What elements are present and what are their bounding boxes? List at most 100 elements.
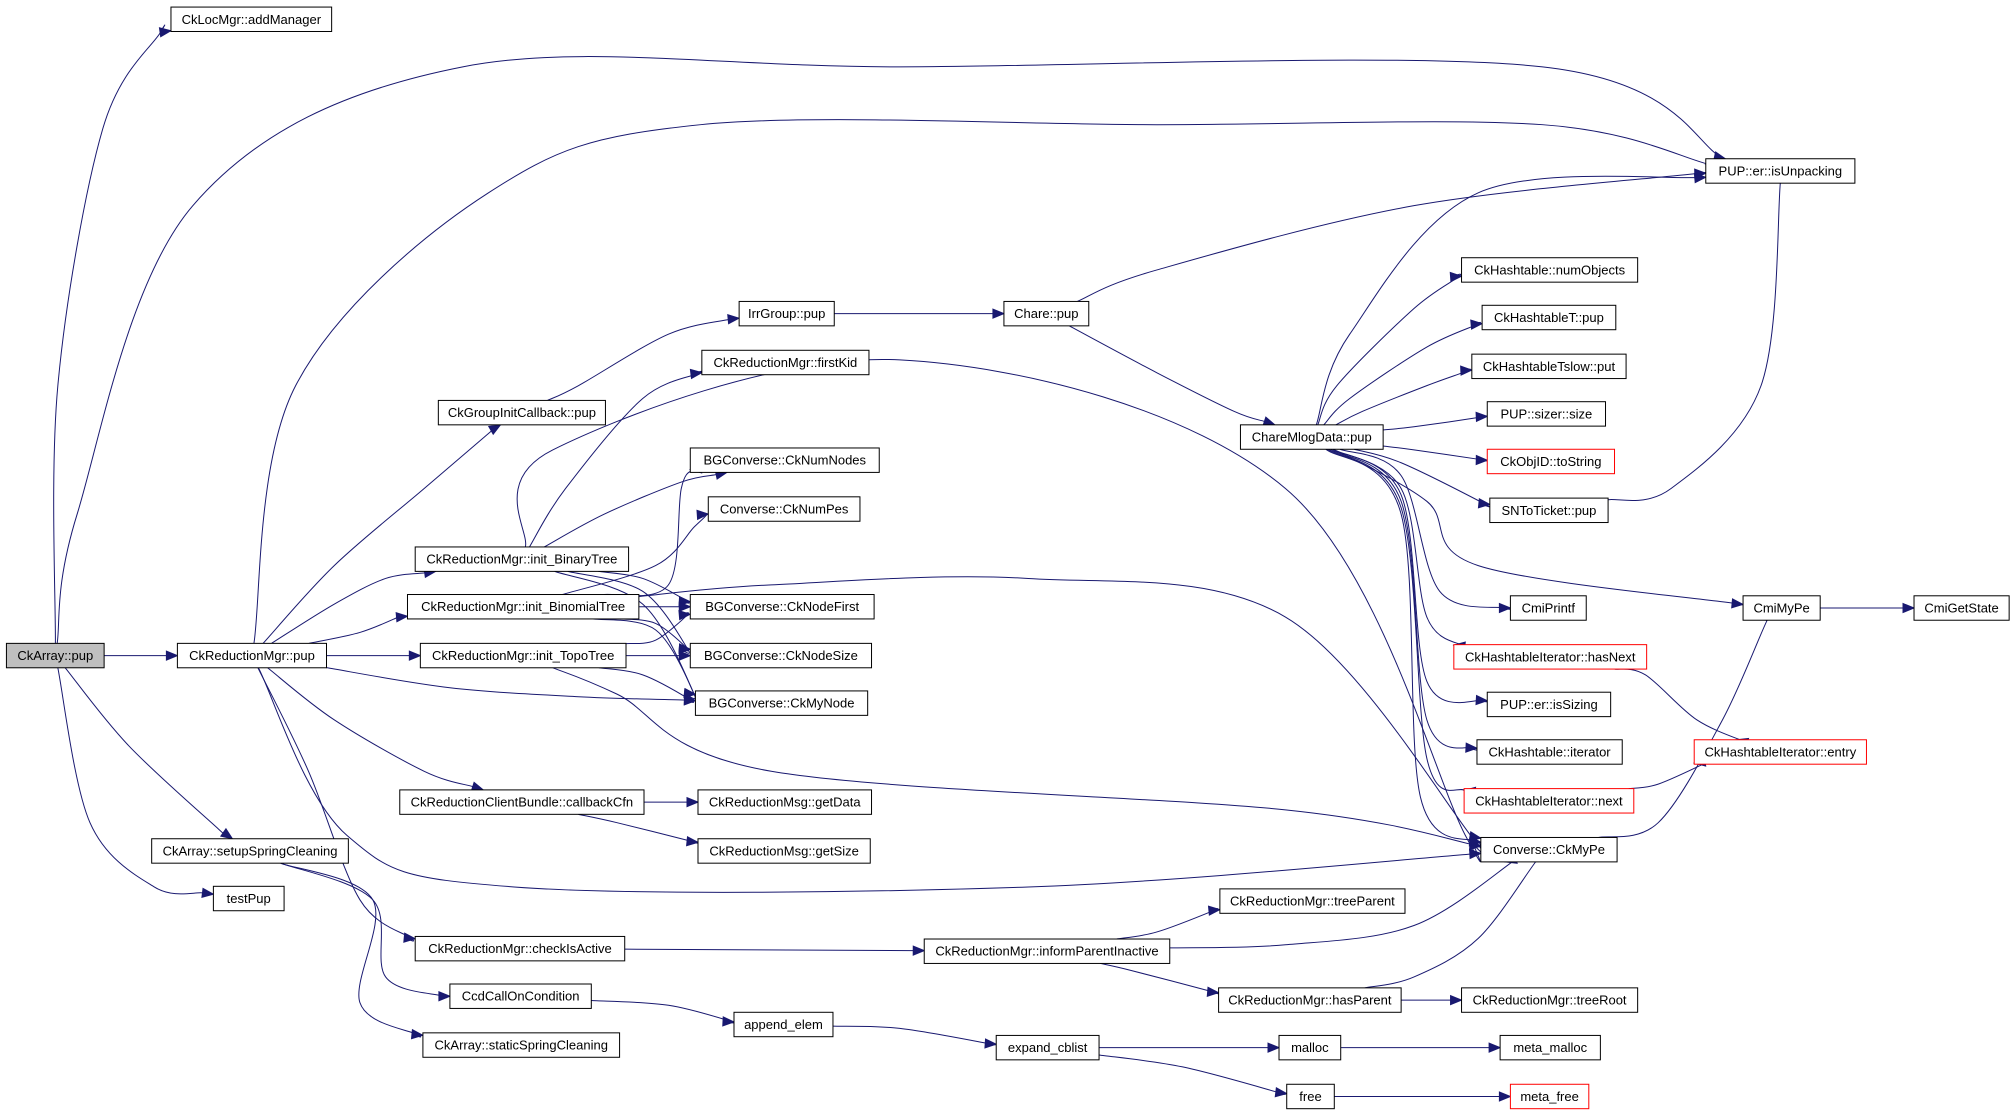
call-edge <box>625 609 692 645</box>
node-label: CkHashtableIterator::entry <box>1704 744 1856 759</box>
call-edge <box>1068 325 1277 427</box>
call-edge-line <box>271 572 425 644</box>
node-malloc[interactable]: malloc <box>1278 1034 1342 1061</box>
call-edge-line <box>1364 852 1545 989</box>
call-edge-line <box>1116 908 1219 940</box>
node-bgconverse-cknodesize[interactable]: BGConverse::CkNodeSize <box>689 642 873 669</box>
call-edge-arrowhead <box>1498 1091 1512 1102</box>
node-bgconverse-cknodefirst[interactable]: BGConverse::CkNodeFirst <box>689 594 875 620</box>
node-ckreductionmgr-init-topotree[interactable]: CkReductionMgr::init_TopoTree <box>419 642 627 669</box>
node-ckhashtableiterator-next[interactable]: CkHashtableIterator::next <box>1463 788 1635 814</box>
node-label: CkHashtableIterator::hasNext <box>1465 649 1636 664</box>
node-ckreductionmgr-treeroot[interactable]: CkReductionMgr::treeRoot <box>1461 987 1639 1013</box>
call-edge-arrowhead <box>1465 742 1479 753</box>
node-converse-ckmype[interactable]: Converse::CkMyPe <box>1480 836 1618 863</box>
node-ckreductionmgr-hasparent[interactable]: CkReductionMgr::hasParent <box>1218 987 1402 1013</box>
call-edge-line <box>56 56 1734 644</box>
node-cmimype[interactable]: CmiMyPe <box>1742 595 1821 621</box>
node-box <box>1499 1034 1601 1061</box>
node-meta-free[interactable]: meta_free <box>1509 1083 1590 1110</box>
node-ckarray-setupspringcleaning[interactable]: CkArray::setupSpringCleaning <box>151 838 349 864</box>
call-edge-arrowhead <box>1498 602 1512 614</box>
node-ckreductionmsg-getdata[interactable]: CkReductionMsg::getData <box>697 789 873 815</box>
node-ckreductionclientbundle-callbackcfn[interactable]: CkReductionClientBundle::callbackCfn <box>399 789 645 815</box>
node-ckreductionmgr-informparentinactive[interactable]: CkReductionMgr::informParentInactive <box>923 938 1171 964</box>
node-ckarray-pup: CkArray::pup <box>5 642 105 669</box>
node-box <box>406 594 640 620</box>
call-edge-line <box>267 667 473 788</box>
node-bgconverse-cknumnodes[interactable]: BGConverse::CkNumNodes <box>689 447 880 473</box>
node-label: append_elem <box>744 1017 823 1032</box>
node-ckreductionmgr-firstkid[interactable]: CkReductionMgr::firstKid <box>701 349 870 376</box>
call-edge-arrowhead <box>487 424 502 436</box>
node-bgconverse-ckmynode[interactable]: BGConverse::CkMyNode <box>694 690 869 716</box>
node-free[interactable]: free <box>1286 1083 1335 1110</box>
call-edge <box>1401 994 1463 1006</box>
call-edge-line <box>624 948 914 952</box>
node-sntoticket-pup[interactable]: SNToTicket::pup <box>1489 497 1609 524</box>
call-edge <box>1330 448 1489 706</box>
node-ckreductionmgr-pup[interactable]: CkReductionMgr::pup <box>176 642 328 669</box>
node-ckhashtableiterator-entry[interactable]: CkHashtableIterator::entry <box>1693 739 1867 765</box>
node-cmigetstate[interactable]: CmiGetState <box>1913 595 2010 621</box>
node-ckgroupinitcallback-pup[interactable]: CkGroupInitCallback::pup <box>437 399 606 426</box>
node-ckobjid-tostring[interactable]: CkObjID::toString <box>1486 448 1616 475</box>
call-edge <box>591 1000 736 1027</box>
node-label: CkReductionMgr::init_BinaryTree <box>426 552 617 567</box>
node-ckreductionmsg-getsize[interactable]: CkReductionMsg::getSize <box>697 838 871 864</box>
call-edge-arrowhead <box>678 609 692 621</box>
call-edge-line <box>1098 1054 1286 1095</box>
node-ccdcallocondition[interactable]: CcdCallOnCondition <box>449 983 592 1009</box>
call-edge <box>104 650 179 661</box>
node-ckhashtabletslow-put[interactable]: CkHashtableTslow::put <box>1471 353 1627 380</box>
node-label: testPup <box>227 891 271 906</box>
call-edge-line <box>1383 445 1489 462</box>
node-box <box>1453 644 1648 670</box>
node-label: CkReductionMgr::checkIsActive <box>428 941 612 956</box>
node-label: ChareMlogData::pup <box>1252 430 1372 445</box>
node-label: BGConverse::CkNodeSize <box>704 648 858 663</box>
node-pup-sizer-size[interactable]: PUP::sizer::size <box>1486 401 1607 427</box>
node-meta-malloc[interactable]: meta_malloc <box>1499 1034 1601 1061</box>
node-expand-cblist[interactable]: expand_cblist <box>995 1034 1100 1061</box>
node-ckreductionmgr-init-binomialtree[interactable]: CkReductionMgr::init_BinomialTree <box>406 594 640 620</box>
node-testpup[interactable]: testPup <box>212 885 285 912</box>
node-box <box>1486 401 1607 427</box>
call-edge <box>308 611 409 644</box>
call-edge-arrowhead <box>686 796 700 808</box>
node-ckreductionmgr-init-binarytree[interactable]: CkReductionMgr::init_BinaryTree <box>414 546 630 572</box>
nodes-layer: CkArray::pup CkLocMgr::addManagerCkReduct… <box>5 6 2010 1110</box>
node-ckreductionmgr-checkisactive[interactable]: CkReductionMgr::checkIsActive <box>414 935 626 962</box>
node-ckarray-staticspringcleaning[interactable]: CkArray::staticSpringCleaning <box>422 1032 621 1058</box>
node-label: CkReductionMgr::hasParent <box>1228 993 1392 1008</box>
node-ckhashtable-numobjects[interactable]: CkHashtable::numObjects <box>1461 257 1639 283</box>
node-pup-er-issizing[interactable]: PUP::er::isSizing <box>1486 691 1612 718</box>
node-charemlogdata-pup[interactable]: ChareMlogData::pup <box>1239 424 1384 450</box>
node-box <box>1742 595 1821 621</box>
node-box <box>419 642 627 669</box>
node-box <box>923 938 1171 964</box>
node-pup-er-isunpacking[interactable]: PUP::er::isUnpacking <box>1705 158 1856 184</box>
node-cklocmgr-addmanager[interactable]: CkLocMgr::addManager <box>170 6 333 32</box>
call-edge-line <box>308 615 402 644</box>
node-ckhashtable-iterator[interactable]: CkHashtable::iterator <box>1476 739 1623 765</box>
node-box <box>689 447 880 473</box>
call-edge <box>56 56 1734 644</box>
node-box <box>1509 1083 1590 1110</box>
call-edge <box>598 667 697 706</box>
call-edge-arrowhead <box>201 887 215 899</box>
call-edge-arrowhead <box>165 650 179 661</box>
call-edge-arrowhead <box>678 601 692 612</box>
call-edge <box>638 601 692 612</box>
node-chare-pup[interactable]: Chare::pup <box>1003 300 1090 327</box>
node-ckhashtablet-pup[interactable]: CkHashtableT::pup <box>1481 304 1617 331</box>
node-converse-cknumpes[interactable]: Converse::CkNumPes <box>707 496 861 522</box>
call-edge <box>326 650 422 661</box>
node-ckhashtableiterator-hasnext[interactable]: CkHashtableIterator::hasNext <box>1453 644 1648 670</box>
node-cmiprintf[interactable]: CmiPrintf <box>1509 595 1587 621</box>
node-label: CkReductionMgr::treeParent <box>1230 894 1395 909</box>
node-ckreductionmgr-treeparent[interactable]: CkReductionMgr::treeParent <box>1219 888 1406 914</box>
call-edge <box>562 509 710 595</box>
node-irrgroup-pup[interactable]: IrrGroup::pup <box>738 300 835 327</box>
node-append-elem[interactable]: append_elem <box>733 1011 834 1038</box>
